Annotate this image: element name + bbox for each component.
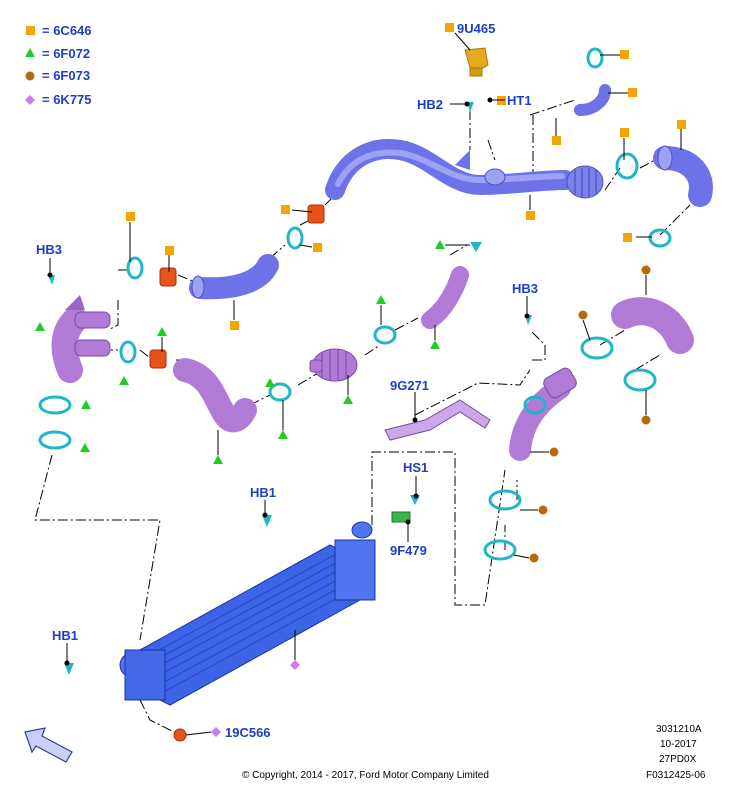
- circle-marker-icon: [578, 310, 588, 320]
- part-label-hb1-left: HB1: [52, 628, 78, 643]
- square-marker-icon: [620, 50, 629, 59]
- circle-marker-icon: [25, 71, 35, 81]
- bracket-9g271: [384, 399, 491, 441]
- part-label-9f479: 9F479: [390, 543, 427, 558]
- left-purple-manifold: [51, 295, 111, 383]
- front-direction-arrow-icon: [24, 727, 73, 763]
- mid-blue-elbow: [189, 254, 279, 300]
- triangle-marker-icon: [430, 340, 440, 349]
- drawing-variant: 27PD0X: [659, 754, 697, 765]
- drawing-code: 3031210A: [656, 724, 702, 735]
- part-label-hb3-left: HB3: [36, 242, 62, 257]
- circle-marker-icon: [641, 415, 651, 425]
- legend: = 6C646 = 6F072 = 6F073 = 6K775: [25, 23, 92, 107]
- square-marker-icon: [526, 211, 535, 220]
- part-label-hb2: HB2: [417, 97, 443, 112]
- square-marker-icon: [313, 243, 322, 252]
- triangle-marker-icon: [119, 376, 129, 385]
- part-label-19c566: 19C566: [225, 725, 271, 740]
- diamond-marker-icon: [25, 95, 35, 105]
- triangle-marker-icon: [35, 322, 45, 331]
- square-marker-icon: [552, 136, 561, 145]
- square-marker-icon: [26, 26, 35, 35]
- square-marker-icon: [623, 233, 632, 242]
- part-label-hs1: HS1: [403, 460, 428, 475]
- triangle-marker-icon: [25, 48, 35, 57]
- triangle-marker-icon: [376, 295, 386, 304]
- circle-marker-icon: [549, 447, 559, 457]
- square-marker-icon: [620, 128, 629, 137]
- drawing-metadata: 3031210A 10-2017 27PD0X F0312425-06 © Co…: [242, 724, 706, 781]
- intercooler: [119, 521, 376, 706]
- purple-bellows: [309, 348, 358, 382]
- triangle-marker-icon: [265, 378, 275, 387]
- valve-part: [464, 47, 489, 77]
- square-marker-icon: [677, 120, 686, 129]
- triangle-marker-icon: [278, 430, 288, 439]
- diamond-marker-icon: [211, 727, 221, 737]
- connectors: [149, 204, 325, 742]
- upper-right-hose: [574, 84, 611, 116]
- square-marker-icon: [126, 212, 135, 221]
- assembly-lines: [34, 99, 691, 736]
- part-label-9u465: 9U465: [457, 21, 495, 36]
- triangle-marker-icon: [81, 400, 91, 409]
- circle-marker-icon: [529, 553, 539, 563]
- copyright-notice: © Copyright, 2014 - 2017, Ford Motor Com…: [242, 770, 489, 781]
- square-marker-icon: [281, 205, 290, 214]
- upper-purple-hose: [421, 266, 469, 329]
- right-purple-elbow: [611, 297, 694, 354]
- legend-label-6c646: = 6C646: [42, 23, 92, 38]
- figure-number: F0312425-06: [646, 770, 706, 781]
- square-marker-icon: [445, 23, 454, 32]
- right-purple-hose: [509, 367, 577, 461]
- diamond-marker-icon: [290, 660, 300, 670]
- part-label-hb3-right: HB3: [512, 281, 538, 296]
- upper-intake-pipe: [325, 139, 604, 200]
- circle-marker-icon: [538, 505, 548, 515]
- drawing-date: 10-2017: [660, 739, 697, 750]
- triangle-marker-icon: [435, 240, 445, 249]
- sensor-9f479: [391, 511, 411, 523]
- callouts: [35, 23, 686, 737]
- triangle-marker-icon: [157, 327, 167, 336]
- part-label-ht1: HT1: [507, 93, 532, 108]
- circle-marker-icon: [641, 265, 651, 275]
- triangle-marker-icon: [343, 395, 353, 404]
- triangle-marker-icon: [80, 443, 90, 452]
- legend-label-6f073: = 6F073: [42, 68, 90, 83]
- legend-label-6k775: = 6K775: [42, 92, 92, 107]
- square-marker-icon: [165, 246, 174, 255]
- legend-label-6f072: = 6F072: [42, 46, 90, 61]
- right-blue-elbow: [653, 145, 713, 207]
- square-marker-icon: [230, 321, 239, 330]
- part-label-9g271: 9G271: [390, 378, 429, 393]
- clamps: [38, 47, 672, 561]
- center-purple-hose: [173, 358, 257, 433]
- square-marker-icon: [628, 88, 637, 97]
- part-labels: 9U465 HB2 HT1 HB3 HB3 9G271 HS1 HB1 9F47…: [36, 21, 538, 740]
- triangle-marker-icon: [213, 455, 223, 464]
- part-label-hb1-mid: HB1: [250, 485, 276, 500]
